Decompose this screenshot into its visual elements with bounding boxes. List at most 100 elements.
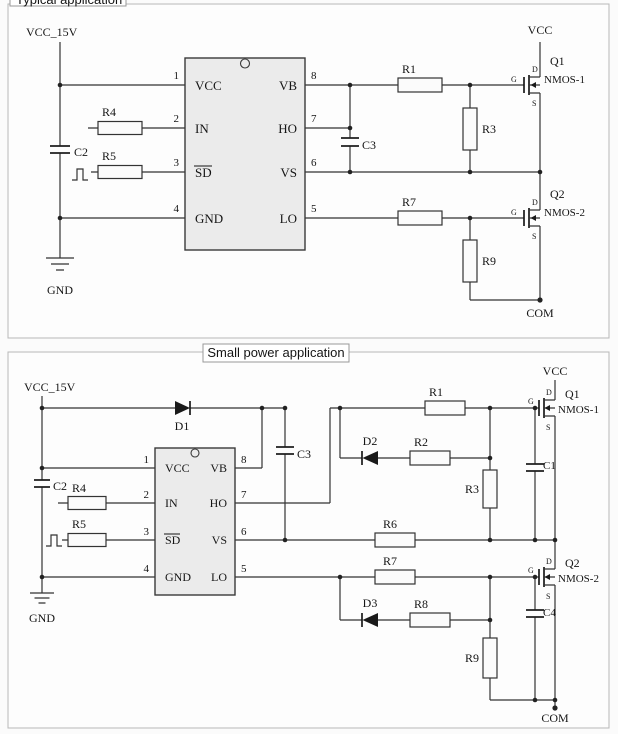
pin-number-8: 8 [311, 70, 317, 82]
mosfet-q2 [523, 208, 540, 228]
pulse-input-icon [72, 168, 88, 181]
diode-d3 [361, 613, 378, 627]
pin-number-1: 1 [174, 70, 180, 82]
diode-d2 [361, 451, 378, 465]
label-r8: R8 [414, 597, 428, 611]
ic-pin-label-vs: VS [280, 165, 297, 180]
label-c2: C2 [53, 479, 67, 493]
resistor-r3 [482, 469, 498, 509]
q1-drain-letter: D [546, 388, 552, 397]
resistor-r3 [462, 107, 478, 151]
label-q2: Q2 [550, 187, 565, 201]
label-d1: D1 [175, 419, 190, 433]
resistor-r5 [67, 532, 107, 548]
pin-number-4: 4 [174, 203, 180, 215]
label-r1: R1 [429, 385, 443, 399]
label-r5: R5 [72, 517, 86, 531]
pulse-input-icon [46, 534, 62, 547]
ic-pin-label-in: IN [195, 121, 209, 136]
pin-number-2: 2 [144, 489, 150, 501]
resistor-r9 [462, 239, 478, 283]
q1-drain-letter: D [532, 65, 538, 74]
resistor-r4 [97, 120, 143, 136]
label-r3: R3 [482, 122, 496, 136]
ic-pin-label-sd: SD [195, 165, 212, 180]
label-r2: R2 [414, 435, 428, 449]
panel-typical-application: Typical application VCC IN SD GND VB [7, 0, 610, 339]
pin-number-6: 6 [311, 157, 317, 169]
ic-pin-label-vb: VB [210, 461, 227, 475]
ic-gate-driver: VCC IN SD GND VB HO VS LO 1 2 3 4 8 7 6 … [144, 447, 247, 596]
pin-number-2: 2 [174, 113, 180, 125]
ic-pin-label-ho: HO [210, 496, 228, 510]
ic-pin-label-vs: VS [212, 533, 227, 547]
pin-number-5: 5 [241, 563, 247, 575]
label-r6: R6 [383, 517, 397, 531]
q1-source-letter: S [546, 423, 550, 432]
resistor-r2 [409, 450, 451, 466]
junction-dots [39, 405, 558, 711]
capacitor-c4 [526, 609, 544, 618]
label-q1-type: NMOS-1 [558, 404, 599, 416]
resistor-r5 [97, 164, 143, 180]
label-r7: R7 [402, 195, 416, 209]
pin-number-7: 7 [241, 489, 247, 501]
pin-number-5: 5 [311, 203, 317, 215]
pin-number-3: 3 [144, 526, 150, 538]
label-c2: C2 [74, 145, 88, 159]
label-q1-type: NMOS-1 [544, 74, 585, 86]
panel2-title: Small power application [207, 345, 344, 360]
resistor-r7 [397, 210, 443, 226]
mosfet-q2 [538, 567, 555, 587]
pin-number-1: 1 [144, 454, 150, 466]
net-label-vcc-15v: VCC_15V [26, 25, 78, 39]
mosfet-q1 [523, 75, 540, 95]
net-label-gnd: GND [47, 283, 73, 297]
pin-number-7: 7 [311, 113, 317, 125]
capacitor-c2 [34, 479, 50, 488]
label-r4: R4 [102, 105, 116, 119]
resistor-r7 [374, 569, 416, 585]
panel1-title: Typical application [16, 0, 122, 7]
ic-pin-label-vb: VB [279, 78, 297, 93]
resistor-r1 [397, 77, 443, 93]
mosfet-q1 [538, 398, 555, 418]
ic-pin-label-vcc: VCC [195, 78, 222, 93]
panel-small-power-application: Small power application [7, 343, 610, 729]
capacitor-c2 [50, 145, 70, 154]
pin-number-6: 6 [241, 526, 247, 538]
label-q2-type: NMOS-2 [544, 207, 585, 219]
label-d3: D3 [363, 596, 378, 610]
label-r1: R1 [402, 62, 416, 76]
resistor-r1 [424, 400, 466, 416]
panel2-title-box [202, 343, 350, 363]
label-q2-type: NMOS-2 [558, 573, 599, 585]
label-r4: R4 [72, 481, 86, 495]
q2-source-letter: S [546, 592, 550, 601]
panel1-title-box [9, 0, 127, 7]
ic-pin-label-gnd: GND [165, 570, 191, 584]
pin-number-8: 8 [241, 454, 247, 466]
q2-gate-letter: G [528, 566, 534, 575]
net-label-vcc-15v: VCC_15V [24, 380, 76, 394]
label-c3: C3 [297, 447, 311, 461]
label-r3: R3 [465, 482, 479, 496]
ground-symbol [30, 592, 54, 604]
label-q2: Q2 [565, 556, 580, 570]
label-q1: Q1 [550, 54, 565, 68]
net-label-vcc: VCC [528, 23, 553, 37]
ic-pin-label-ho: HO [278, 121, 297, 136]
label-d2: D2 [363, 434, 378, 448]
net-label-com: COM [541, 711, 569, 725]
q2-gate-letter: G [511, 208, 517, 217]
net-label-gnd: GND [29, 611, 55, 625]
junction-dots [57, 82, 543, 303]
label-c3: C3 [362, 138, 376, 152]
label-r9: R9 [482, 254, 496, 268]
ic-pin-label-sd: SD [165, 533, 181, 547]
capacitor-c3 [276, 446, 294, 455]
capacitor-c3 [341, 137, 359, 147]
q1-source-letter: S [532, 99, 536, 108]
label-r9: R9 [465, 651, 479, 665]
